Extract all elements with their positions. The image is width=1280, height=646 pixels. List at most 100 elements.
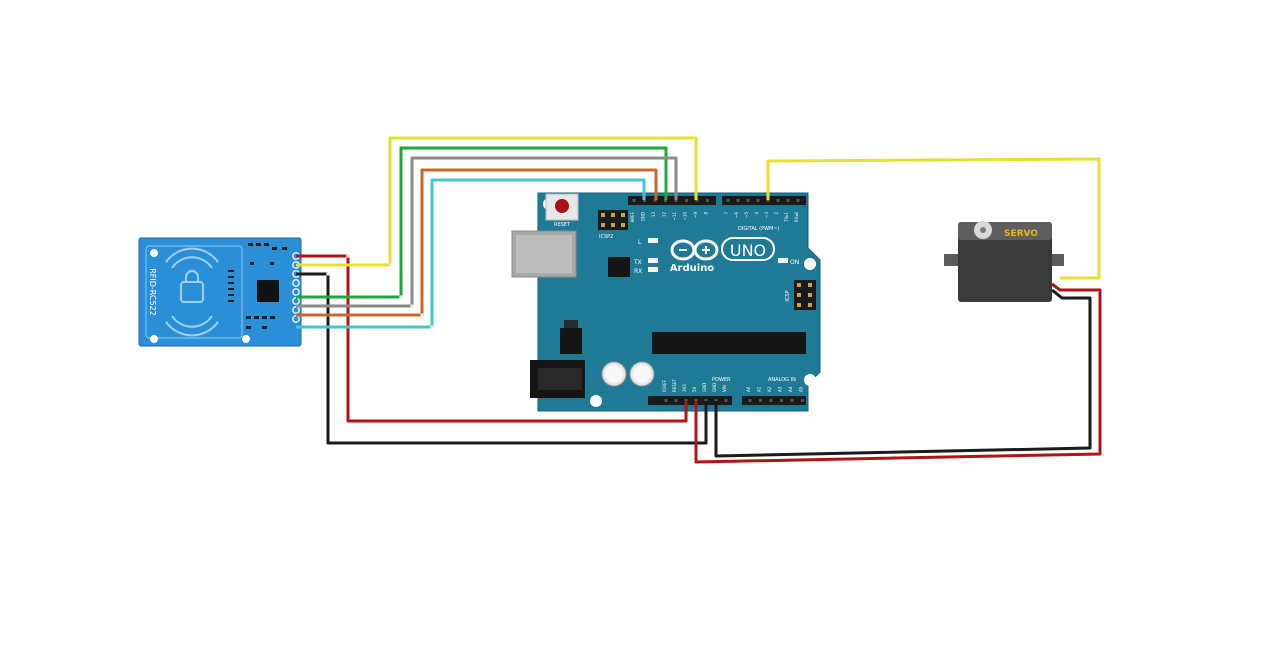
pin-label: AREF: [630, 211, 635, 222]
pin-label: 13: [651, 212, 656, 218]
pin-label: ~11: [672, 212, 677, 221]
rfid-mount-hole: [150, 249, 158, 257]
header-pin: [632, 199, 636, 202]
pin-label: 2: [774, 212, 779, 215]
pin-label: A3: [778, 386, 783, 392]
led-tx: [648, 258, 658, 263]
wires: [296, 136, 1102, 464]
reset-button-cap[interactable]: [555, 199, 569, 213]
pin-label: 5V: [692, 386, 697, 392]
header-pin: [714, 399, 718, 402]
arduino-mount-hole: [804, 374, 816, 386]
header-pin: [759, 399, 762, 402]
brand-label: Arduino: [670, 263, 714, 274]
voltage-regulator-tab: [564, 320, 578, 328]
analog-label: ANALOG IN: [768, 377, 796, 383]
icsp-header: [794, 280, 816, 310]
analog-header: [742, 396, 806, 405]
rfid-label: RFID-RC522: [148, 268, 157, 316]
pin-label: IOREF: [662, 379, 667, 392]
uno-badge: [721, 237, 775, 261]
wire-yellow-servo-signal: [766, 157, 1101, 280]
arduino-mount-hole: [590, 395, 602, 407]
header-pin: [724, 399, 728, 402]
pin-label: 4: [754, 212, 759, 215]
wire-green-rfid-miso: [296, 146, 668, 299]
header-pin: [786, 199, 790, 202]
pin-label: ~3: [764, 212, 769, 218]
rfid-components: [228, 243, 287, 329]
header-pin: [756, 199, 760, 202]
pin-label: RESET: [672, 379, 677, 392]
pin-label: A1: [757, 386, 762, 392]
wire-ends: [326, 254, 434, 329]
voltage-regulator: [560, 328, 582, 354]
servo-label: SERVO: [1004, 229, 1038, 239]
arduino-logo-icon: [670, 239, 719, 261]
servo-motor: SERVO: [944, 221, 1064, 302]
header-pin: [653, 199, 657, 202]
header-pin: [776, 199, 780, 202]
wire-yellow-rfid-rst: [296, 136, 698, 267]
rfid-antenna-trace: [145, 245, 243, 339]
model-label: UNO: [730, 241, 766, 260]
header-pin: [674, 399, 678, 402]
icsp-label: ICSP: [785, 290, 791, 301]
rfid-header-pins: [292, 252, 300, 323]
header-pin: [684, 399, 688, 402]
pin-label: ~6: [734, 212, 739, 218]
led-l-label: L: [638, 239, 642, 246]
header-pin: [704, 399, 708, 402]
wire-black-rfid-gnd: [296, 272, 708, 445]
pin-label: GND: [702, 383, 707, 392]
header-pin: [780, 399, 783, 402]
header-pin: [746, 199, 750, 202]
power-label: POWER: [712, 377, 731, 383]
pin-label: GND: [641, 212, 646, 221]
pin-label: 3V3: [682, 384, 687, 392]
led-on: [778, 258, 788, 263]
pin-label: TX▸1: [784, 212, 789, 223]
header-pin: [796, 199, 800, 202]
pin-label: A4: [788, 386, 793, 392]
wire-gray-rfid-mosi: [296, 156, 678, 308]
header-pin: [674, 199, 678, 202]
reset-label: RESET: [554, 222, 571, 228]
power-header: [648, 396, 732, 405]
wire-orange-rfid-sck: [296, 168, 658, 317]
header-pin: [736, 199, 740, 202]
header-pin: [790, 399, 794, 402]
pin-label: A0: [746, 386, 751, 392]
rfid-board: [138, 237, 302, 347]
header-pin: [685, 199, 688, 202]
led-on-label: ON: [790, 259, 799, 266]
arduino-mount-hole: [804, 258, 816, 270]
header-pin: [766, 199, 770, 202]
servo-body: [958, 222, 1052, 302]
atmega-chip: [652, 332, 806, 354]
capacitor-top: [605, 365, 623, 383]
wire-red-servo-5v: [694, 282, 1102, 464]
pin-label: A2: [767, 386, 772, 392]
header-pin: [801, 399, 804, 402]
usb-chip: [608, 257, 630, 277]
pin-label: 7: [724, 212, 729, 215]
header-pin: [706, 199, 709, 202]
header-pin: [726, 199, 730, 202]
pin-label: ~5: [744, 212, 749, 218]
pin-label: A5: [799, 386, 804, 392]
rfid-wave-icon: [165, 247, 219, 337]
icsp2-label: ICSP2: [599, 234, 613, 240]
pin-label: RX◂0: [794, 212, 799, 223]
arduino-board: [537, 192, 821, 412]
icsp2-header: [598, 210, 628, 230]
pin-label: 8: [704, 212, 709, 215]
header-pin: [769, 399, 773, 402]
led-tx-label: TX: [633, 259, 642, 266]
servo-shaft: [980, 227, 986, 233]
wire-red-rfid-3v3: [296, 254, 688, 423]
